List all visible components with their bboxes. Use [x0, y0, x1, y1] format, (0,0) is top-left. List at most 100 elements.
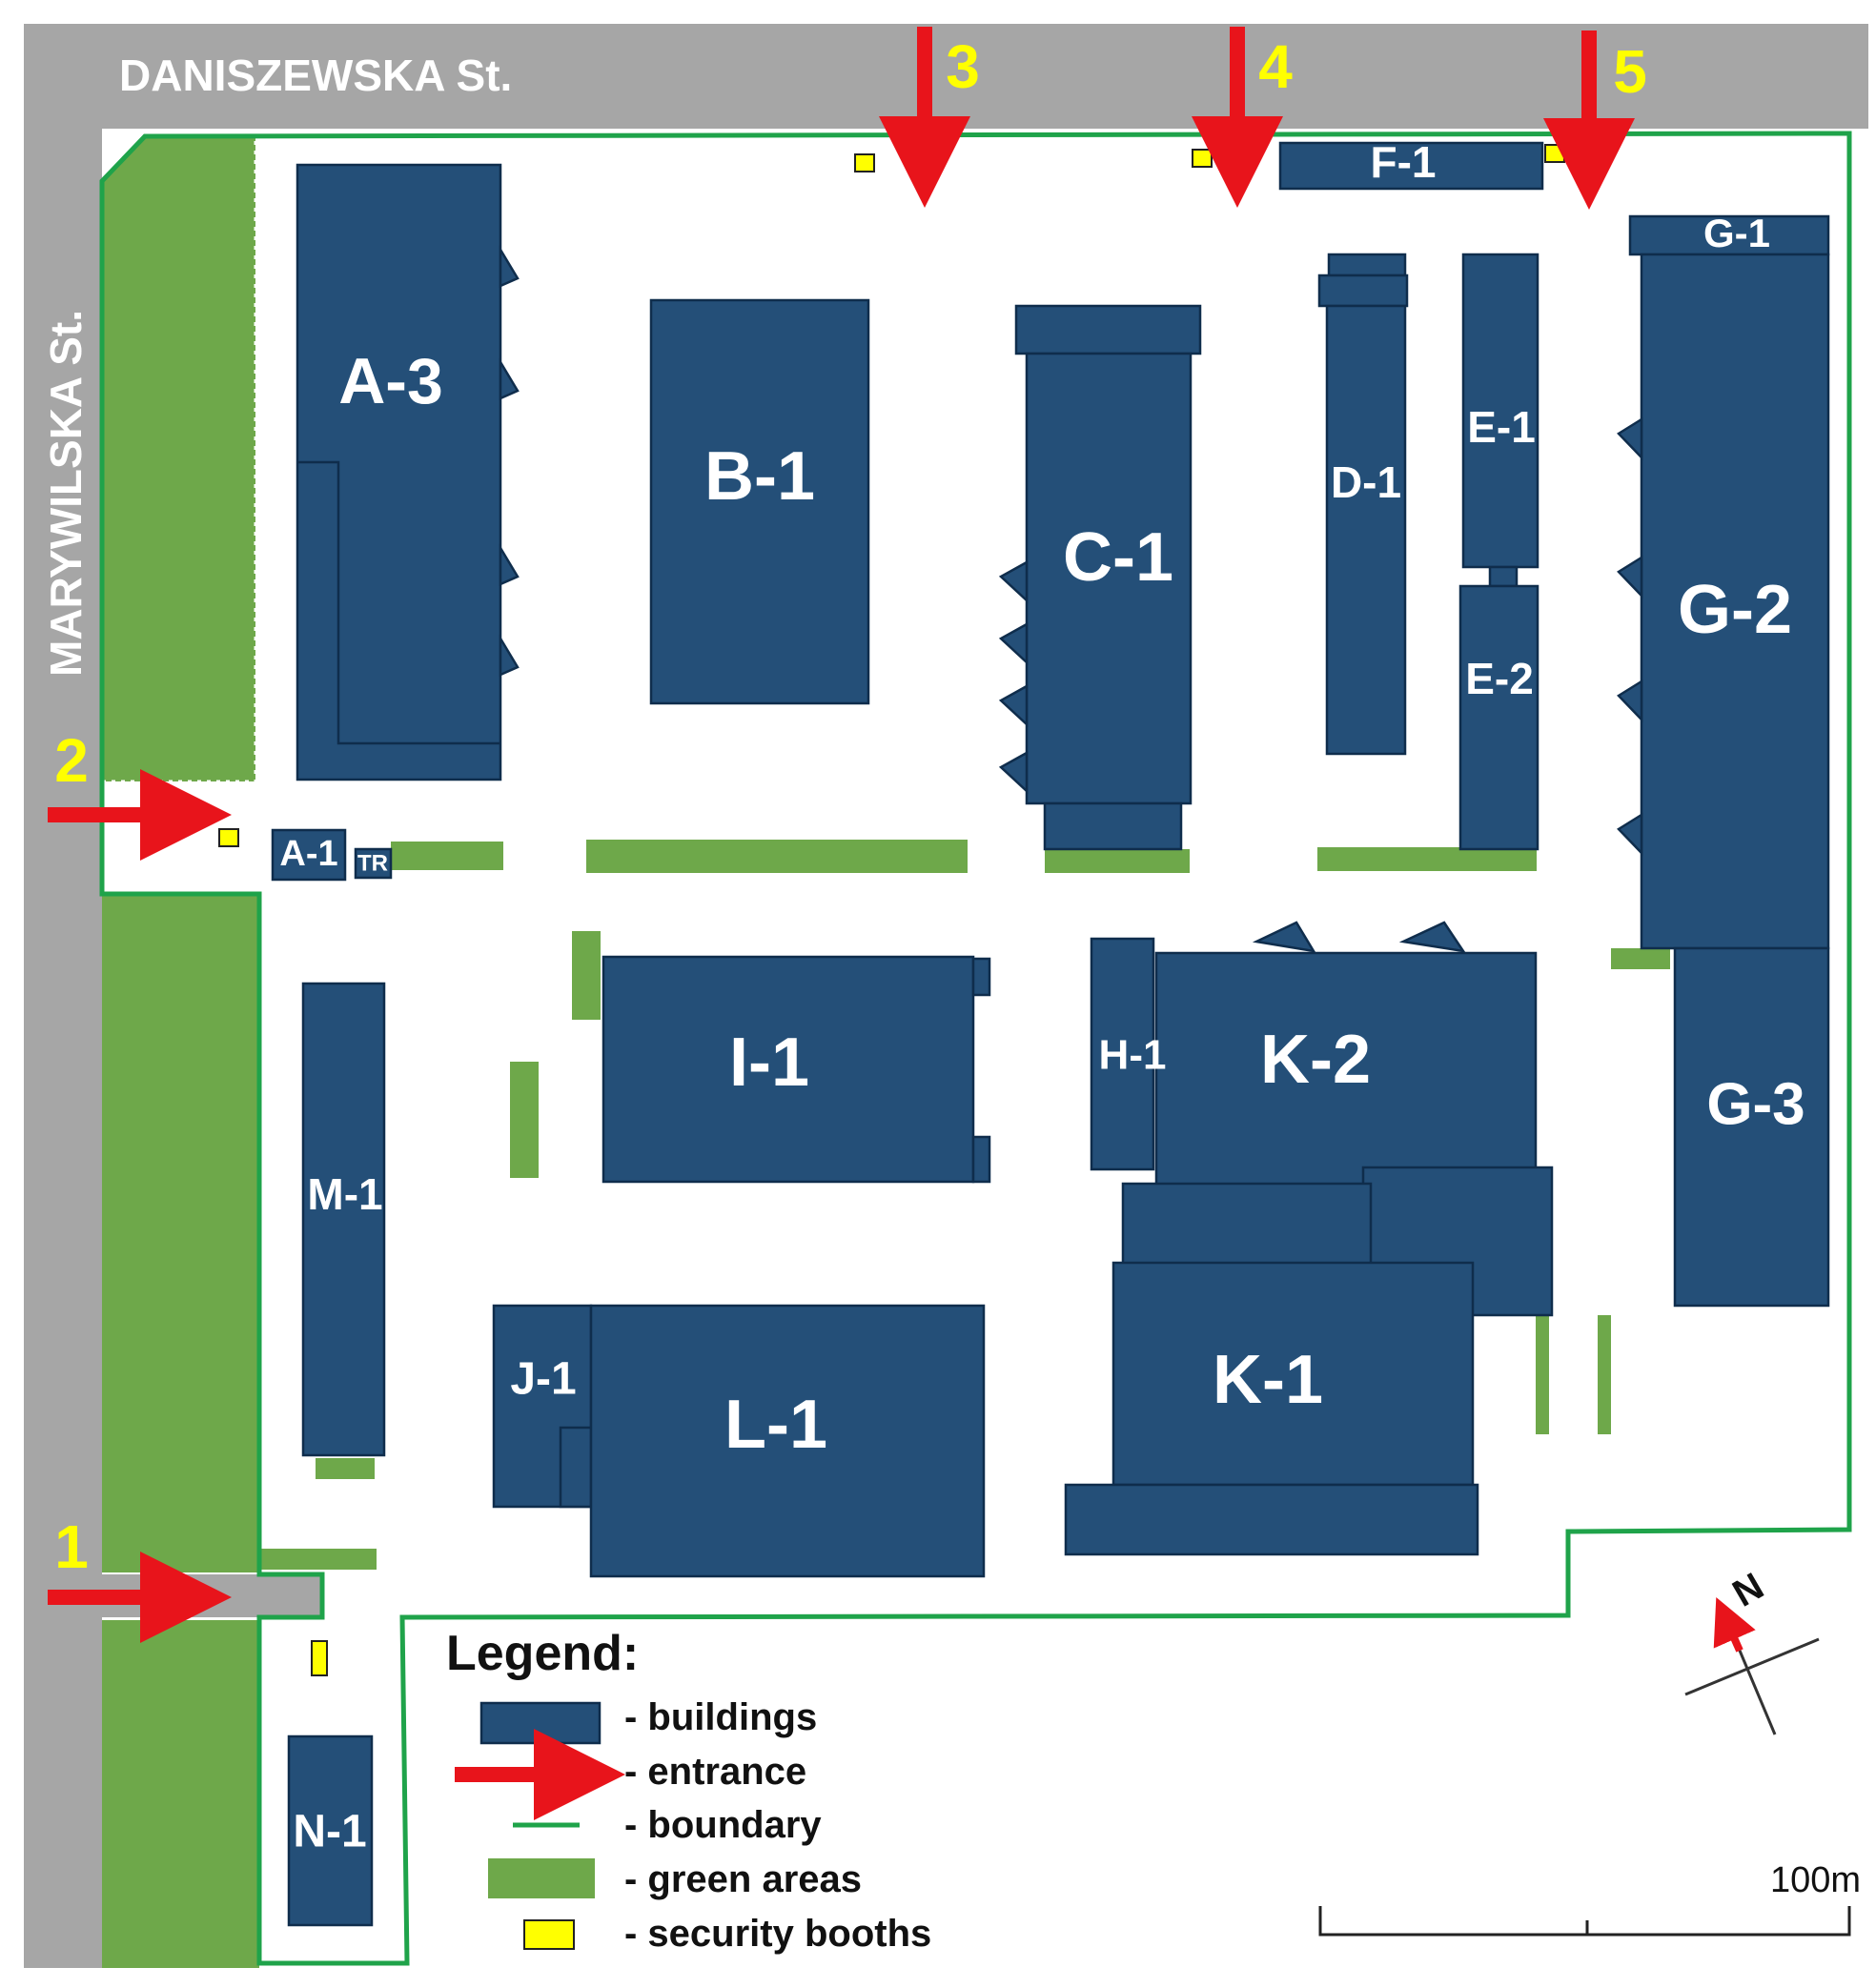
building-label-d1: D-1 [1331, 457, 1401, 507]
security-booth[interactable] [1544, 144, 1565, 163]
building-label-tr: TR [357, 850, 388, 876]
building-i1-bay [971, 957, 991, 997]
building-c1-dock [998, 559, 1029, 603]
building-c1-dock [998, 683, 1029, 727]
legend-green-label: - green areas [624, 1858, 862, 1900]
building-h1[interactable] [1090, 937, 1155, 1171]
building-g2-dock [1617, 416, 1643, 461]
green-area-bar [1536, 1315, 1549, 1434]
green-area-bar [1611, 948, 1670, 969]
entrance-number-4: 4 [1258, 32, 1293, 101]
security-booth[interactable] [311, 1640, 328, 1676]
building-a3-dock [499, 245, 520, 288]
building-k2-annex [1121, 1182, 1373, 1267]
legend-building-swatch [479, 1701, 602, 1745]
green-areas [102, 136, 1670, 1968]
building-g2-dock [1617, 679, 1643, 723]
building-d1-cap [1317, 274, 1409, 308]
north-label: N [1726, 1565, 1771, 1615]
building-k2-roof [1398, 921, 1466, 953]
legend-title: Legend: [446, 1626, 639, 1681]
green-area-northwest [102, 136, 255, 781]
entrance-number-2: 2 [54, 726, 89, 795]
building-c1-cap [1014, 304, 1202, 355]
building-k1-base [1064, 1483, 1479, 1556]
entrance-number-3: 3 [946, 32, 980, 101]
building-label-i1: I-1 [729, 1024, 809, 1101]
building-a3-dock [499, 543, 520, 586]
building-d1[interactable] [1325, 304, 1407, 756]
green-area-bar [259, 1549, 377, 1570]
building-m1[interactable] [301, 982, 386, 1457]
street-label-daniszewska: DANISZEWSKA St. [119, 51, 512, 100]
green-area-bar [510, 1062, 539, 1178]
building-a1[interactable] [271, 828, 347, 882]
green-area-bar [1045, 849, 1190, 873]
building-e1[interactable] [1461, 253, 1540, 569]
building-label-c1: C-1 [1063, 519, 1173, 596]
street-label-marywilska: MARYWILSKA St. [41, 310, 91, 677]
green-area-west-strip [102, 894, 259, 1572]
legend-buildings-label: - buildings [624, 1696, 817, 1738]
building-label-g3: G-3 [1706, 1071, 1805, 1137]
north-arrow-crossline [1684, 1637, 1820, 1696]
building-a3-dock [499, 357, 520, 400]
green-area-bar [391, 842, 503, 870]
building-label-e2: E-2 [1465, 654, 1534, 703]
green-area-bar [1598, 1315, 1611, 1434]
building-c1-base [1043, 801, 1183, 851]
building-label-e1: E-1 [1467, 402, 1536, 452]
building-f1[interactable] [1278, 141, 1544, 191]
security-booth[interactable] [854, 153, 875, 172]
legend-entrance-label: - entrance [624, 1751, 806, 1793]
scale-bar: 100m [1318, 1860, 1861, 1937]
building-c1-dock [998, 750, 1029, 794]
building-label-k2: K-2 [1260, 1022, 1371, 1098]
building-c1-dock [998, 621, 1029, 665]
building-c1[interactable] [1025, 352, 1193, 805]
building-d1-cap [1327, 253, 1407, 277]
building-e-connector [1488, 565, 1519, 588]
legend-boundary-label: - boundary [624, 1804, 822, 1846]
entrance-arrows: 1 2 3 4 5 [48, 27, 1647, 1643]
building-label-g1: G-1 [1703, 211, 1770, 255]
building-label-h1: H-1 [1099, 1032, 1167, 1079]
north-arrow: N [1684, 1565, 1820, 1735]
building-label-m1: M-1 [307, 1169, 382, 1219]
building-label-k1: K-1 [1213, 1342, 1323, 1418]
building-l1[interactable] [589, 1304, 986, 1578]
building-b1[interactable] [649, 298, 870, 705]
legend-booth-swatch [523, 1919, 575, 1950]
security-booth[interactable] [218, 828, 239, 847]
building-n1[interactable] [287, 1734, 374, 1927]
building-label-g2: G-2 [1678, 572, 1792, 648]
building-g2-dock [1617, 812, 1643, 857]
building-tr[interactable] [354, 847, 393, 880]
building-a3[interactable] [296, 163, 502, 781]
building-label-a1: A-1 [279, 834, 337, 874]
green-area-bar [586, 840, 968, 873]
building-i1[interactable] [602, 955, 975, 1184]
building-k1[interactable] [1111, 1261, 1475, 1487]
site-boundary [99, 131, 1852, 1966]
building-label-b1: B-1 [704, 438, 815, 515]
building-label-f1: F-1 [1371, 137, 1437, 187]
green-area-bar [316, 1458, 375, 1479]
building-e2[interactable] [1458, 584, 1540, 851]
building-a3-dock [499, 634, 520, 677]
building-a3-inner-wing [297, 460, 500, 745]
legend: Legend: - buildings - entrance - boundar… [446, 1626, 931, 1955]
north-arrow-shaft [1733, 1638, 1777, 1735]
entrance-number-5: 5 [1613, 37, 1647, 106]
security-booth[interactable] [1192, 149, 1213, 168]
green-area-southwest-strip [102, 1620, 259, 1968]
entrance-number-1: 1 [54, 1512, 89, 1581]
street-daniszewska [24, 24, 1868, 129]
building-k2-roof [1252, 921, 1316, 953]
buildings: A-3 B-1 C-1 D-1 E-1 E-2 F-1 G-1 [271, 137, 1830, 1927]
green-area-bar [572, 931, 601, 1020]
building-g2[interactable] [1640, 253, 1830, 950]
legend-green-swatch [488, 1858, 595, 1898]
building-g1[interactable] [1628, 214, 1830, 256]
building-g3[interactable] [1673, 946, 1830, 1308]
